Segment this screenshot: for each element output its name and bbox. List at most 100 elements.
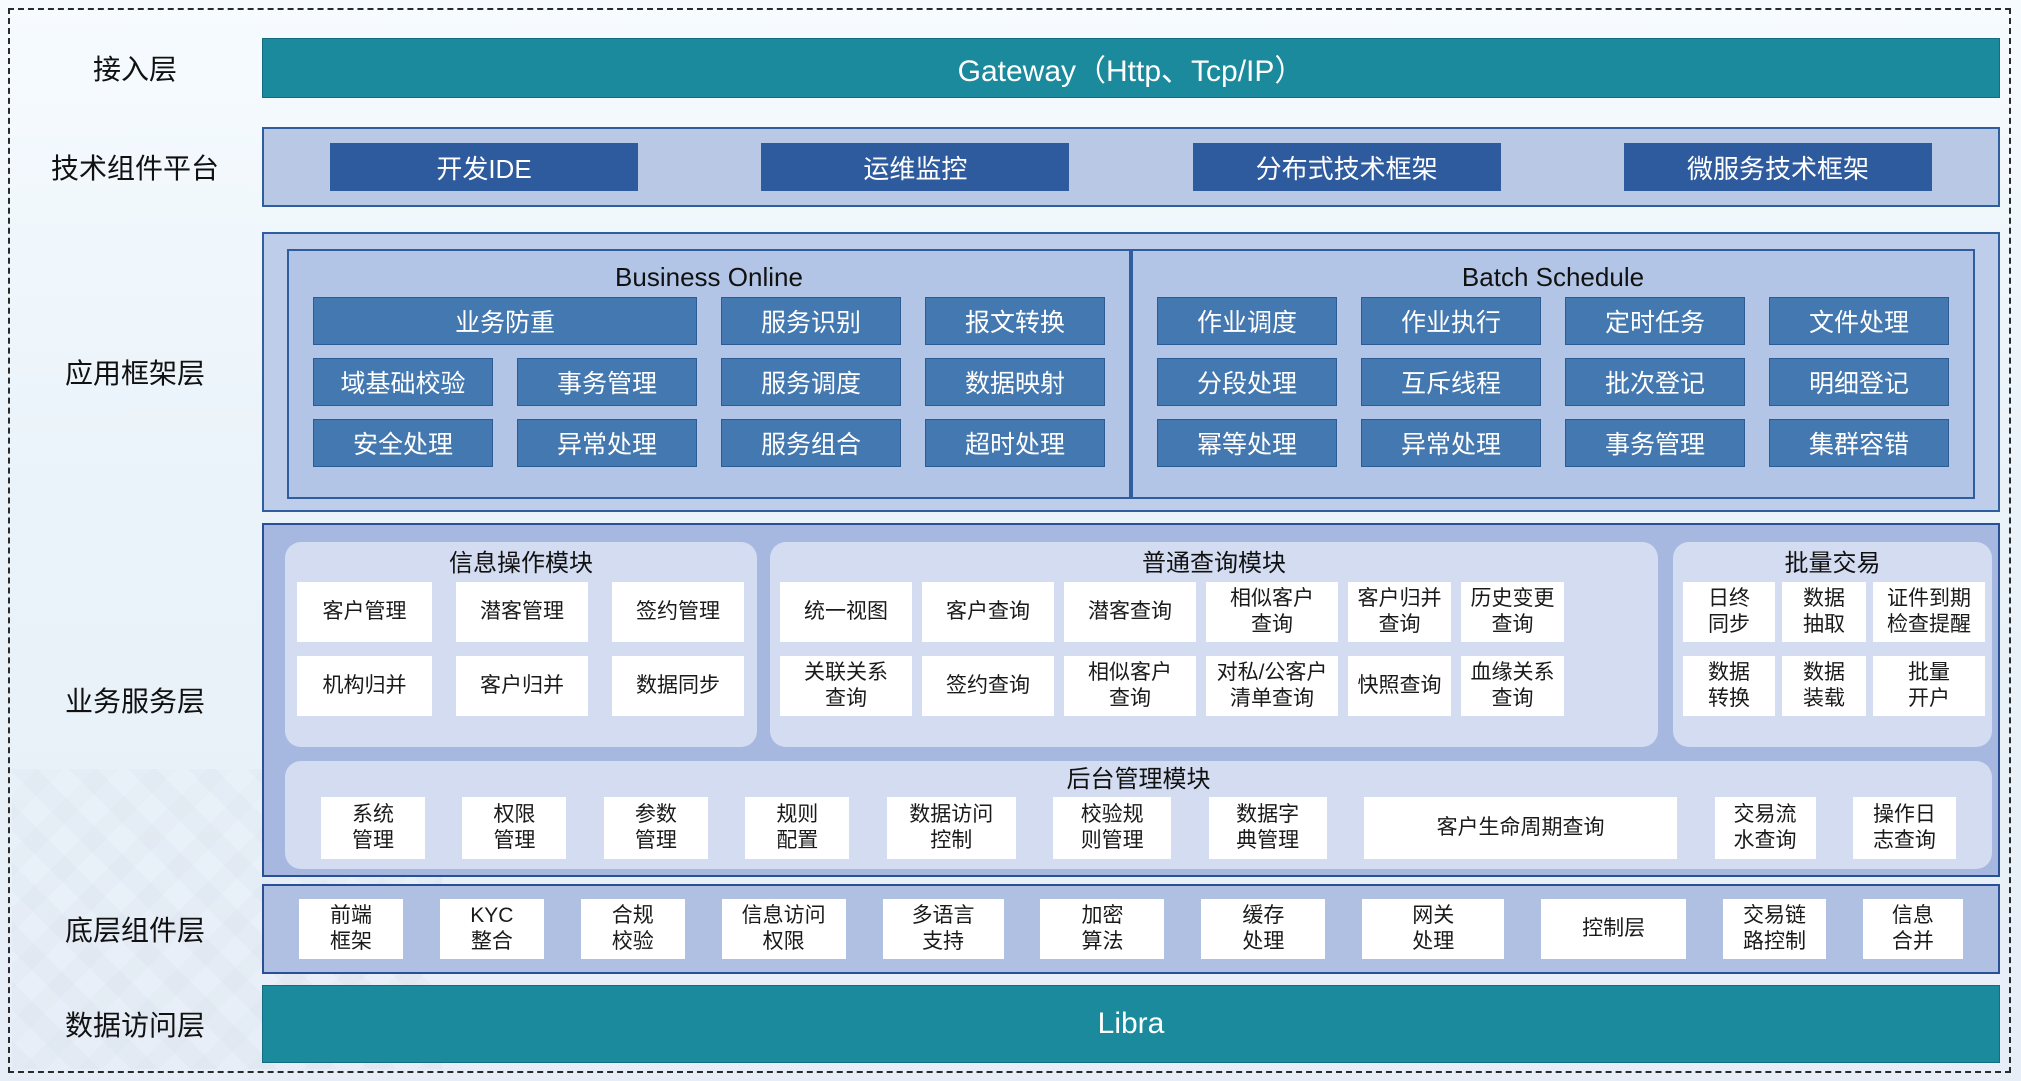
component-box: 多语言支持 [882, 899, 1004, 959]
admin-module-row: 系统管理 权限管理 参数管理 规则配置 数据访问控制 校验规则管理 数据字典管理… [285, 797, 1992, 859]
module-box: 作业调度 [1157, 297, 1337, 345]
component-box: 网关处理 [1362, 899, 1505, 959]
batch-schedule-title: Batch Schedule [1461, 262, 1645, 292]
admin-module-title: 后台管理模块 [1066, 766, 1211, 793]
service-box: 数据访问控制 [886, 797, 1016, 859]
batch-schedule-grid: 作业调度 作业执行 定时任务 文件处理 分段处理 互斥线程 批次登记 明细登记 … [1157, 297, 1949, 467]
service-box: 签约查询 [922, 656, 1054, 716]
service-box: 日终同步 [1683, 582, 1775, 642]
module-box: 定时任务 [1565, 297, 1745, 345]
module-box: 作业执行 [1361, 297, 1541, 345]
service-box: 潜客管理 [456, 582, 588, 642]
service-box: 交易流水查询 [1714, 797, 1816, 859]
layer-label-app-framework: 应用框架层 [64, 358, 205, 389]
component-box: 交易链路控制 [1723, 899, 1827, 959]
service-box: 客户查询 [922, 582, 1054, 642]
tech-item-ops-monitor: 运维监控 [761, 143, 1070, 191]
libra-title: Libra [1097, 1007, 1165, 1040]
service-box: 操作日志查询 [1852, 797, 1956, 859]
module-box: 事务管理 [1565, 419, 1745, 467]
module-box: 业务防重 [313, 297, 697, 345]
module-box: 批次登记 [1565, 358, 1745, 406]
layer-label-access: 接入层 [92, 54, 177, 85]
panel-info-module: 信息操作模块 客户管理 潜客管理 签约管理 机构归并 客户归并 数据同步 [285, 542, 757, 747]
libra-bar: Libra [262, 985, 2000, 1063]
gateway-title: Gateway（Http、Tcp/IP） [957, 55, 1305, 88]
layer-label-base-components: 底层组件层 [64, 915, 205, 946]
tech-item-distributed-fw: 分布式技术框架 [1192, 143, 1501, 191]
service-box: 数据抽取 [1782, 582, 1866, 642]
service-box: 相似客户查询 [1206, 582, 1338, 642]
service-box: 参数管理 [603, 797, 708, 859]
module-box: 报文转换 [925, 297, 1105, 345]
service-box: 相似客户查询 [1064, 656, 1196, 716]
info-module-grid: 客户管理 潜客管理 签约管理 机构归并 客户归并 数据同步 [285, 582, 757, 716]
module-box: 服务识别 [721, 297, 901, 345]
tech-item-microservice-fw: 微服务技术框架 [1623, 143, 1932, 191]
service-box: 统一视图 [780, 582, 912, 642]
component-box: 信息访问权限 [721, 899, 846, 959]
service-box: 数据转换 [1683, 656, 1775, 716]
module-box: 互斥线程 [1361, 358, 1541, 406]
module-box: 明细登记 [1769, 358, 1949, 406]
module-box: 分段处理 [1157, 358, 1337, 406]
panel-batch-schedule: Batch Schedule 作业调度 作业执行 定时任务 文件处理 分段处理 … [1131, 249, 1975, 499]
service-box: 客户归并 [456, 656, 588, 716]
module-box: 异常处理 [517, 419, 697, 467]
service-box: 证件到期检查提醒 [1873, 582, 1985, 642]
service-box: 规则配置 [745, 797, 850, 859]
module-box: 集群容错 [1769, 419, 1949, 467]
service-box: 批量开户 [1873, 656, 1985, 716]
business-online-title: Business Online [615, 262, 803, 292]
component-box: 缓存处理 [1201, 899, 1326, 959]
module-box: 安全处理 [313, 419, 493, 467]
service-box: 历史变更查询 [1461, 582, 1564, 642]
panel-batch-trade: 批量交易 日终同步 数据抽取 证件到期检查提醒 数据转换 数据装载 批量开户 [1673, 542, 1992, 747]
business-online-grid: 业务防重 服务识别 报文转换 域基础校验 事务管理 服务调度 数据映射 安全处理… [313, 297, 1105, 467]
base-components-container: 前端框架 KYC整合 合规校验 信息访问权限 多语言支持 加密算法 缓存处理 网… [262, 884, 2000, 974]
layer-label-data-access: 数据访问层 [64, 1010, 205, 1041]
module-box: 数据映射 [925, 358, 1105, 406]
service-box: 签约管理 [612, 582, 744, 642]
service-box: 客户归并查询 [1348, 582, 1451, 642]
layer-label-business-service: 业务服务层 [64, 686, 205, 717]
service-box: 客户管理 [297, 582, 432, 642]
service-box: 关联关系查询 [780, 656, 912, 716]
app-framework-container: Business Online 业务防重 服务识别 报文转换 域基础校验 事务管… [262, 232, 2000, 512]
layer-label-tech-platform: 技术组件平台 [50, 153, 219, 184]
service-box: 机构归并 [297, 656, 432, 716]
service-box: 校验规则管理 [1053, 797, 1172, 859]
component-box: 信息合并 [1862, 899, 1963, 959]
service-box: 数据字典管理 [1208, 797, 1327, 859]
panel-query-module: 普通查询模块 统一视图 客户查询 潜客查询 相似客户查询 客户归并查询 历史变更… [770, 542, 1658, 747]
batch-trade-title: 批量交易 [1784, 550, 1881, 577]
module-box: 超时处理 [925, 419, 1105, 467]
service-box: 权限管理 [462, 797, 567, 859]
module-box: 异常处理 [1361, 419, 1541, 467]
component-box: 前端框架 [299, 899, 403, 959]
module-box: 域基础校验 [313, 358, 493, 406]
component-box: 加密算法 [1040, 899, 1165, 959]
component-box: 合规校验 [580, 899, 685, 959]
panel-admin-module: 后台管理模块 系统管理 权限管理 参数管理 规则配置 数据访问控制 校验规则管理… [285, 761, 1992, 869]
batch-trade-grid: 日终同步 数据抽取 证件到期检查提醒 数据转换 数据装载 批量开户 [1673, 582, 1992, 716]
service-box: 对私/公客户清单查询 [1206, 656, 1338, 716]
service-box: 数据同步 [612, 656, 744, 716]
business-service-container: 信息操作模块 客户管理 潜客管理 签约管理 机构归并 客户归并 数据同步 普通查… [262, 523, 2000, 877]
query-module-title: 普通查询模块 [1142, 550, 1286, 577]
panel-business-online: Business Online 业务防重 服务识别 报文转换 域基础校验 事务管… [287, 249, 1131, 499]
module-box: 服务组合 [721, 419, 901, 467]
service-box: 系统管理 [321, 797, 425, 859]
tech-platform-container: 开发IDE 运维监控 分布式技术框架 微服务技术框架 [262, 127, 2000, 207]
service-box: 客户生命周期查询 [1364, 797, 1678, 859]
component-box: KYC整合 [439, 899, 544, 959]
service-box: 数据装载 [1782, 656, 1866, 716]
service-box: 潜客查询 [1064, 582, 1196, 642]
component-box: 控制层 [1541, 899, 1687, 959]
module-box: 文件处理 [1769, 297, 1949, 345]
info-module-title: 信息操作模块 [449, 550, 593, 577]
service-box: 快照查询 [1348, 656, 1451, 716]
module-box: 服务调度 [721, 358, 901, 406]
module-box: 幂等处理 [1157, 419, 1337, 467]
service-box: 血缘关系查询 [1461, 656, 1564, 716]
